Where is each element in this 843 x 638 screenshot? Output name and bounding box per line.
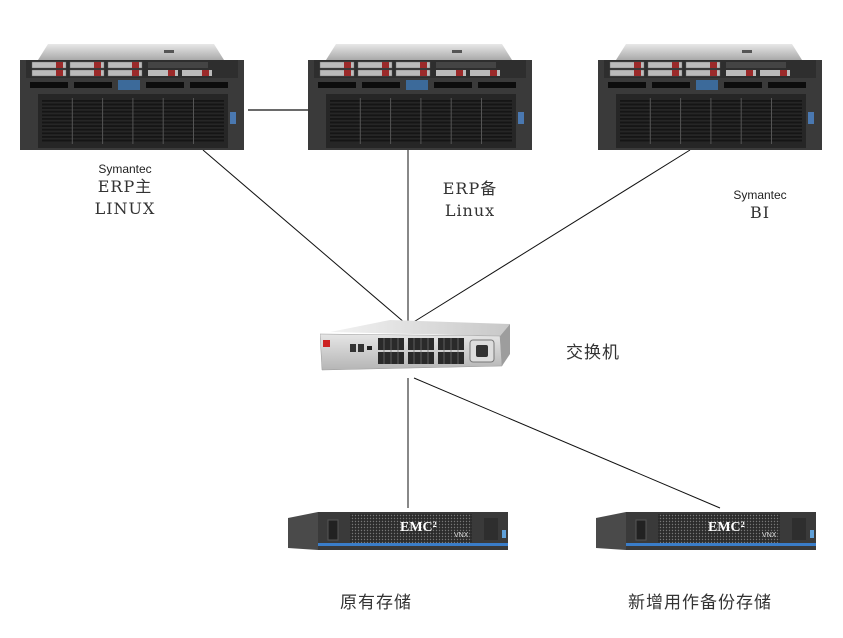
- link-server1-switch: [202, 149, 406, 324]
- server-brand: Symantec: [98, 162, 152, 176]
- server-os: LINUX: [94, 199, 156, 218]
- server-brand: Symantec: [733, 188, 787, 202]
- server-label-erp-backup: ERP备 Linux: [420, 178, 520, 222]
- server-role: ERP主: [97, 177, 153, 196]
- server-erp-backup: [306, 42, 534, 150]
- server-os: Linux: [444, 201, 496, 220]
- switch-label: 交换机: [566, 343, 620, 363]
- server-erp-primary: [18, 42, 246, 150]
- server-role: ERP备: [442, 179, 498, 198]
- server-role: BI: [749, 203, 771, 222]
- storage-label-backup-storage: 新增用作备份存储: [628, 593, 772, 613]
- fibre-switch: [319, 318, 510, 380]
- emc-logo: EMC²: [708, 520, 745, 535]
- link-switch-storage2: [413, 377, 721, 509]
- storage-backup-storage: EMC² VNX: [596, 508, 818, 554]
- emc-logo: EMC²: [400, 520, 437, 535]
- server-bi: [596, 42, 824, 150]
- vnx-model: VNX: [454, 532, 469, 539]
- link-server3-switch: [411, 149, 691, 324]
- storage-label-existing-storage: 原有存储: [340, 593, 412, 613]
- storage-existing-storage: EMC² VNX: [288, 508, 510, 554]
- brand-logo-icon: [323, 340, 330, 347]
- vnx-model: VNX: [762, 532, 777, 539]
